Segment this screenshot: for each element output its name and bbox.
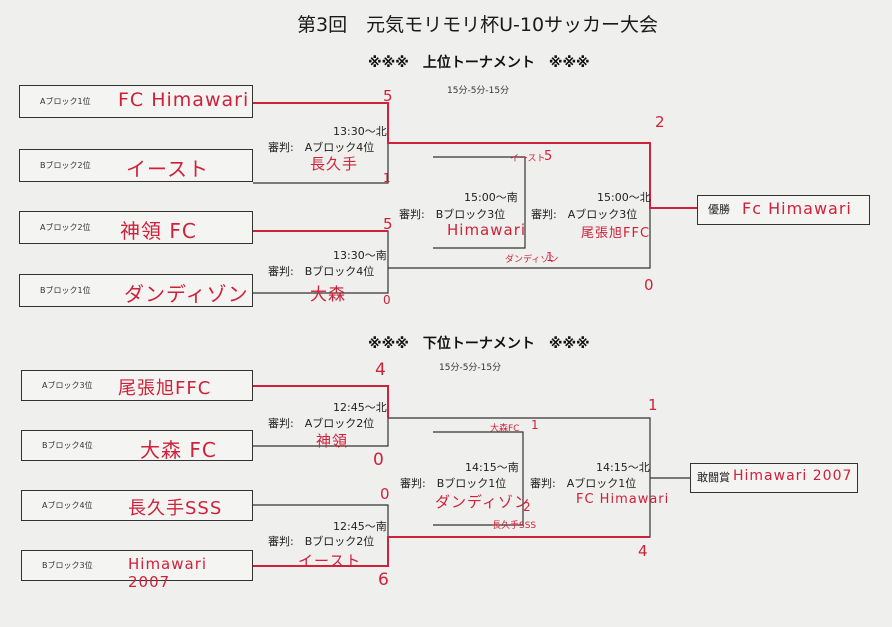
lower-m1-referee-hand: 神領: [316, 432, 349, 450]
upper-semi-referee-hand: Himawari: [447, 221, 527, 239]
lower-semi-referee: 審判: Bブロック1位: [400, 477, 507, 490]
lower-semi-referee-hand: ダンディゾン: [435, 493, 530, 511]
lower-final-time: 14:15～北: [596, 461, 650, 474]
upper-final-score-top: 2: [655, 113, 665, 131]
upper-semi-referee: 審判: Bブロック3位: [399, 208, 506, 221]
slot-team: イースト: [126, 157, 209, 181]
upper-final-time: 15:00～北: [597, 191, 651, 204]
upper-semi-note-top: イースト: [510, 154, 546, 164]
lower-semi-bracket: [433, 431, 524, 526]
upper-m2-referee: 審判: Bブロック4位: [268, 265, 375, 278]
upper-m1-time: 13:30～北: [333, 125, 387, 138]
upper-subtitle: ※※※ 上位トーナメント ※※※: [368, 55, 590, 71]
lower-m1-score-top: 4: [375, 360, 386, 380]
upper-slot-1: Aブロック1位 FC Himawari: [19, 85, 253, 118]
slot-team: 神領 FC: [120, 219, 197, 243]
lower-subtitle: ※※※ 下位トーナメント ※※※: [368, 336, 590, 352]
upper-final-score-bottom: 0: [644, 276, 654, 294]
lower-semi-score-top: 1: [531, 418, 539, 432]
lower-final-referee: 審判: Aブロック1位: [530, 477, 637, 490]
lower-semi-note-bottom: 長久手SSS: [492, 521, 537, 531]
slot-label: Bブロック1位: [40, 286, 91, 295]
upper-semi-time: 15:00～南: [464, 191, 518, 204]
upper-final-referee: 審判: Aブロック3位: [531, 208, 638, 221]
result-team: Fc Himawari: [742, 199, 852, 218]
lower-winner-path: [253, 536, 650, 567]
lower-m2-referee: 審判: Bブロック2位: [268, 535, 375, 548]
result-label: 敢闘賞: [697, 471, 730, 484]
lower-m1-time: 12:45～北: [333, 401, 387, 414]
lower-semi-note-top: 大森FC: [490, 424, 520, 434]
upper-result-box: 優勝 Fc Himawari: [697, 195, 870, 225]
lower-m2-score-top: 0: [380, 485, 390, 503]
lower-m2-referee-hand: イースト: [298, 552, 362, 570]
upper-m2-referee-hand: 大森: [310, 285, 346, 305]
lower-match1-winner: [253, 385, 389, 418]
upper-semi-score-bottom: 1: [546, 250, 554, 264]
lower-semi-time: 14:15～南: [465, 461, 519, 474]
lower-duration: 15分-5分-15分: [439, 363, 502, 373]
slot-label: Aブロック3位: [42, 381, 93, 390]
upper-duration: 15分-5分-15分: [447, 86, 510, 96]
slot-team: Himawari 2007: [128, 555, 208, 591]
result-team: Himawari 2007: [733, 468, 853, 484]
upper-m1-score-bottom: 1: [383, 171, 391, 185]
upper-m1-referee: 審判: Aブロック4位: [268, 141, 375, 154]
upper-m2-score-top: 5: [383, 215, 393, 233]
lower-m2-score-bottom: 6: [378, 570, 389, 590]
lower-final-score-bottom: 4: [638, 542, 648, 560]
slot-team: 大森 FC: [140, 438, 217, 462]
upper-slot-4: Bブロック1位 ダンディゾン: [19, 274, 253, 307]
lower-slot-1: Aブロック3位 尾張旭FFC: [21, 370, 253, 401]
upper-m2-time: 13:30～南: [333, 249, 387, 262]
lower-slot-4: Bブロック3位 Himawari 2007: [21, 550, 253, 591]
lower-slot-2: Bブロック4位 大森 FC: [21, 430, 253, 462]
upper-slot-3: Aブロック2位 神領 FC: [19, 211, 253, 244]
upper-slot-2: Bブロック2位 イースト: [19, 149, 253, 182]
slot-label: Aブロック4位: [42, 501, 93, 510]
upper-semi-note-bottom: ダンディゾン: [505, 255, 559, 265]
upper-semi-bracket: [433, 156, 526, 249]
result-label: 優勝: [708, 203, 730, 216]
upper-final-referee-hand: 尾張旭FFC: [581, 226, 651, 241]
slot-label: Bブロック4位: [42, 441, 93, 450]
slot-team: ダンディゾン: [124, 282, 249, 306]
upper-m2-score-bottom: 0: [383, 293, 391, 307]
slot-team: FC Himawari: [118, 89, 250, 111]
slot-team: 尾張旭FFC: [118, 378, 212, 399]
slot-label: Bブロック3位: [42, 561, 93, 570]
lower-m2-time: 12:45～南: [333, 520, 387, 533]
slot-label: Aブロック1位: [40, 97, 91, 106]
lower-final-score-top: 1: [648, 396, 658, 414]
lower-semi-score-bottom: 2: [523, 500, 531, 514]
lower-slot-3: Aブロック4位 長久手SSS: [21, 490, 253, 521]
upper-m1-score-top: 5: [383, 87, 393, 105]
lower-m1-referee: 審判: Aブロック2位: [268, 417, 375, 430]
lower-final-referee-hand: FC Himawari: [576, 492, 670, 507]
slot-label: Bブロック2位: [40, 161, 91, 170]
slot-label: Aブロック2位: [40, 223, 91, 232]
slot-team: 長久手SSS: [128, 498, 223, 519]
upper-m1-referee-hand: 長久手: [310, 155, 359, 173]
upper-semi-score-top: 5: [544, 149, 553, 164]
page-title: 第3回 元気モリモリ杯U-10サッカー大会: [297, 14, 659, 36]
lower-m1-score-bottom: 0: [373, 450, 384, 470]
lower-result-box: 敢闘賞 Himawari 2007: [690, 463, 858, 493]
upper-winner-path: [253, 102, 697, 209]
